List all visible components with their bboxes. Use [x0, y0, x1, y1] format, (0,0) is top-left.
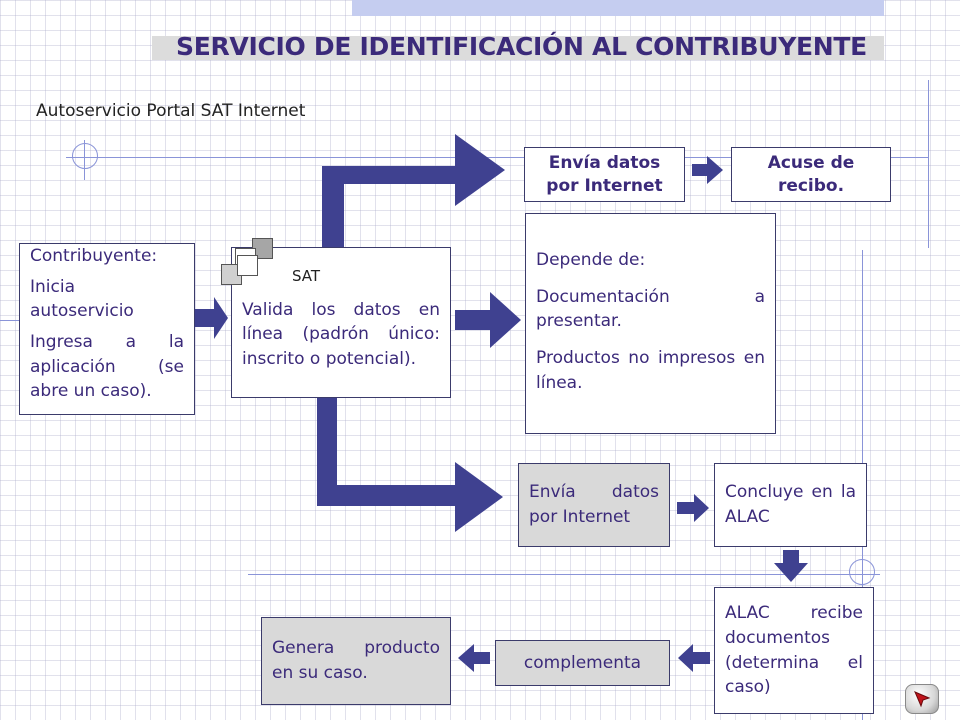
stacked-squares-icon: [219, 236, 275, 288]
arrow-alac-to-complementa: [678, 644, 710, 672]
arrow-sat-to-depende: [455, 292, 521, 348]
guide-marker: [72, 143, 98, 169]
node-complementa: complementa: [495, 640, 670, 686]
contribuyente-line2: Ingresa a la aplicación (se abre un caso…: [30, 331, 184, 402]
slide-title: SERVICIO DE IDENTIFICACIÓN AL CONTRIBUYE…: [176, 32, 867, 61]
arrow-envia-to-concluye: [677, 494, 709, 522]
next-slide-button[interactable]: [905, 684, 939, 714]
contribuyente-line1: Inicia autoservicio: [30, 276, 134, 322]
top-accent-bar: [352, 0, 884, 16]
node-contribuyente: Contribuyente: Inicia autoservicio Ingre…: [19, 243, 195, 415]
guide-line: [928, 80, 929, 248]
node-depende-de: Depende de: Documentación a presentar. P…: [525, 213, 776, 434]
node-envia-datos-bottom: Envía datos por Internet: [518, 463, 670, 547]
arrow-contrib-to-sat: [195, 297, 228, 339]
sat-label: SAT: [292, 267, 321, 285]
arrow-envia-to-acuse: [692, 156, 723, 184]
node-concluye-alac: Concluye en la ALAC: [714, 463, 867, 547]
guide-line: [248, 574, 880, 575]
title-band: [152, 36, 884, 60]
guide-line: [66, 157, 928, 158]
next-slide-icon: [914, 691, 931, 708]
sat-text: Valida los datos en línea (padrón único:…: [242, 299, 440, 370]
arrow-concluye-to-alac: [774, 550, 808, 582]
guide-marker: [849, 559, 875, 585]
node-sat: SAT Valida los datos en línea (padrón ún…: [231, 247, 451, 398]
slide-subtitle: Autoservicio Portal SAT Internet: [36, 101, 306, 121]
node-genera-producto: Genera producto en su caso.: [261, 617, 451, 705]
node-acuse-recibo: Acuse de recibo.: [731, 147, 891, 202]
guide-line: [0, 320, 20, 321]
arrow-complementa-to-genera: [458, 644, 490, 672]
arrow-sat-to-top: [322, 134, 505, 248]
depende-item-1: Documentación a presentar.: [536, 286, 765, 332]
arrow-sat-to-bottom: [317, 398, 503, 532]
depende-title: Depende de:: [536, 250, 646, 270]
node-alac-recibe: ALAC recibe documentos (determina el cas…: [714, 587, 874, 714]
contribuyente-title: Contribuyente:: [30, 246, 158, 266]
depende-item-2: Productos no impresos en línea.: [536, 347, 765, 393]
node-envia-datos-top: Envía datos por Internet: [524, 147, 685, 202]
